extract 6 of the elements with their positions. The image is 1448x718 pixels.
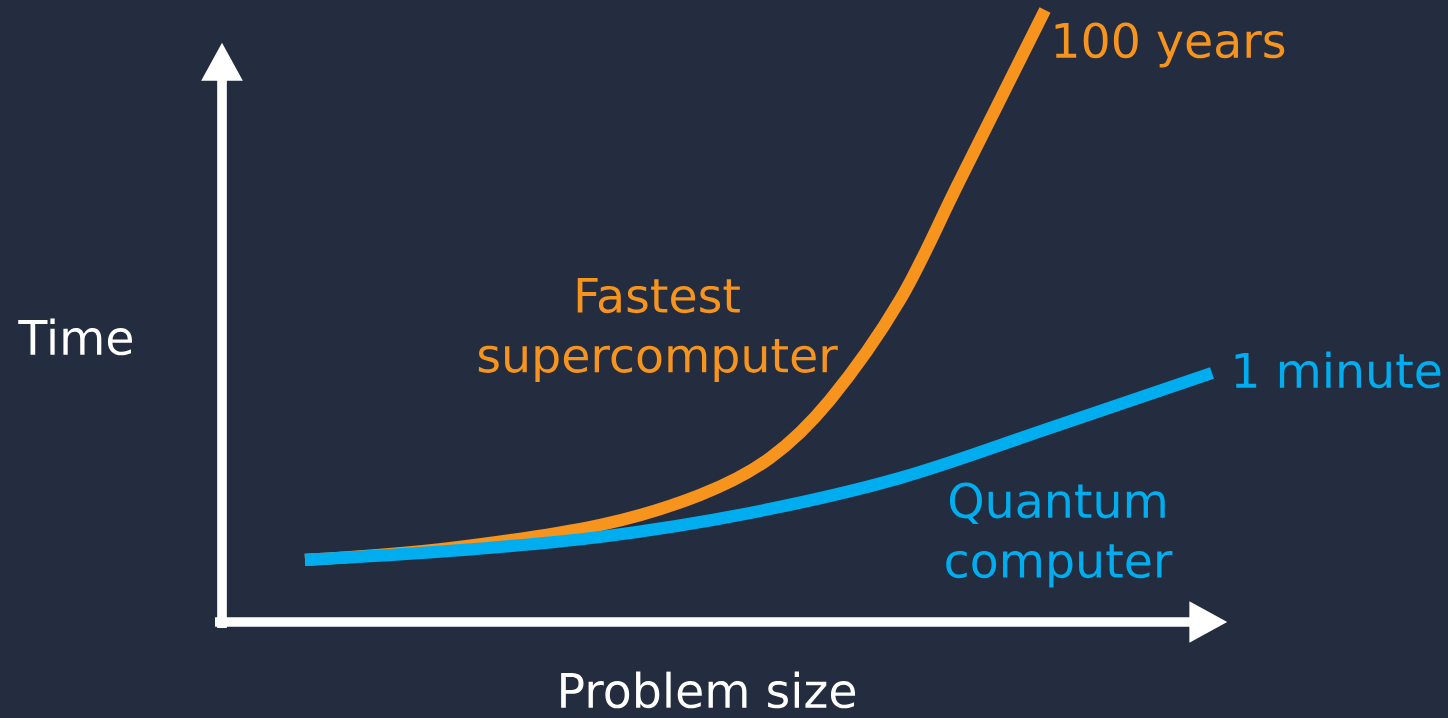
- axis-label: Time: [18, 318, 132, 356]
- curve-label: 100 years: [1055, 22, 1285, 68]
- curve-label: Fastest supercomputer: [478, 277, 838, 383]
- curve-label: 1 minute: [1235, 351, 1441, 389]
- axis-label: Problem size: [561, 671, 856, 709]
- curve-label: Quantum computer: [946, 482, 1173, 588]
